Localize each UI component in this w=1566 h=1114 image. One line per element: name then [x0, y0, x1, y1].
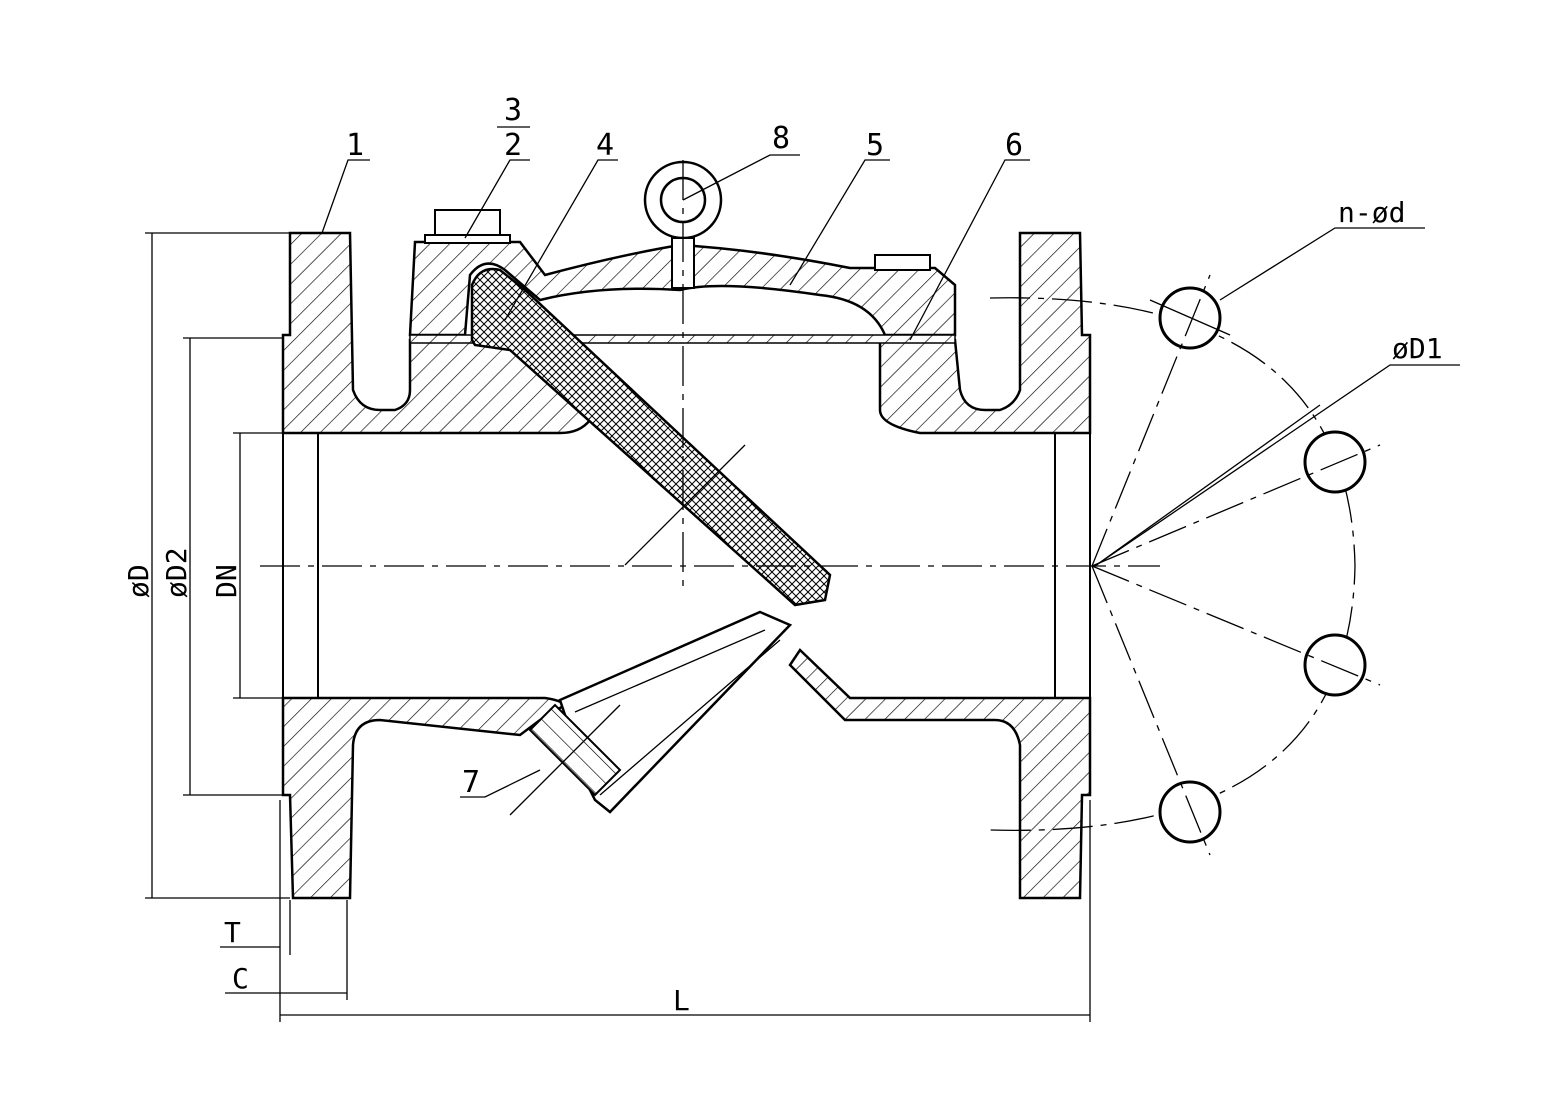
part-label-1: 1 [346, 128, 364, 163]
part-label-7: 7 [462, 765, 480, 800]
dim-label-D: øD [122, 564, 155, 598]
bolts [424, 209, 931, 271]
dim-label-C: C [232, 962, 249, 995]
dim-label-n-d: n-ød [1338, 196, 1405, 229]
part-label-5: 5 [866, 128, 884, 163]
dim-label-D1: øD1 [1392, 332, 1443, 365]
valve-body-upper [281, 231, 1092, 435]
flange-bolt-pattern [989, 274, 1381, 856]
bolt-hole [1303, 633, 1367, 697]
dim-label-L: L [673, 984, 690, 1017]
bolt-hole [1303, 430, 1367, 494]
part-label-6: 6 [1005, 128, 1023, 163]
dim-label-D2: øD2 [160, 547, 193, 598]
filter-screen [470, 267, 832, 607]
dim-label-DN: DN [210, 564, 243, 598]
centerlines [260, 160, 1160, 590]
leader-lines [321, 154, 1460, 816]
valve-body-lower [281, 610, 1092, 900]
part-label-4: 4 [596, 128, 614, 163]
part-label-2: 2 [504, 128, 522, 163]
part-label-3: 3 [504, 93, 522, 128]
dim-label-T: T [224, 916, 241, 949]
bolt-hole [1158, 780, 1222, 844]
dimension-lines [145, 232, 1091, 1022]
part-label-8: 8 [772, 121, 790, 156]
